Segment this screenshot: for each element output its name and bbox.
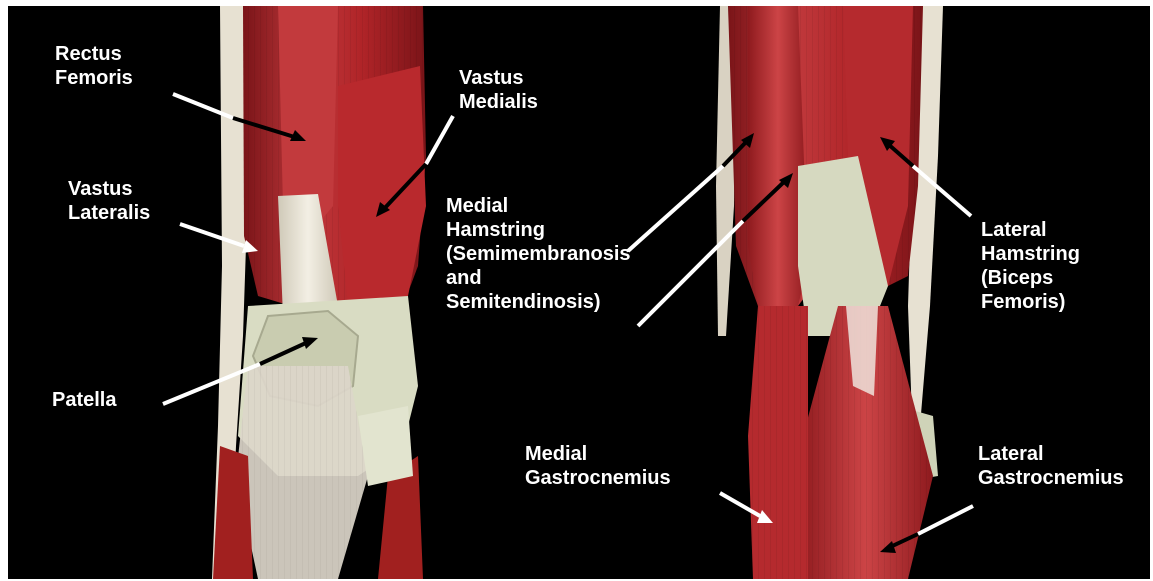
label-lateral-hamstring-line-1: Lateral [981, 218, 1080, 242]
anterior-knee-view [212, 6, 426, 579]
arrow-lateral-gastrocnemius [918, 506, 973, 534]
label-medial-hamstring-line-3: (Semimembranosis [446, 242, 631, 266]
label-medial-hamstring-line-1: Medial [446, 194, 631, 218]
label-medial-hamstring-line-4: and [446, 266, 631, 290]
label-lateral-hamstring-line-3: (Biceps [981, 266, 1080, 290]
label-vastus-medialis-line-2: Medialis [459, 90, 538, 114]
label-medial-hamstring-line-5: Semitendinosis) [446, 290, 631, 314]
label-vastus-lateralis-line-2: Lateralis [68, 201, 150, 225]
label-lateral-gastrocnemius-line-1: Lateral [978, 442, 1124, 466]
label-medial-hamstring: Medial Hamstring (Semimembranosis and Se… [446, 194, 631, 314]
label-patella-line-1: Patella [52, 388, 116, 412]
arrow-medial-hamstring-upper [628, 166, 723, 251]
label-rectus-femoris: Rectus Femoris [55, 42, 133, 90]
label-medial-gastrocnemius: Medial Gastrocnemius [525, 442, 671, 490]
label-lateral-hamstring-line-4: Femoris) [981, 290, 1080, 314]
label-vastus-medialis: Vastus Medialis [459, 66, 538, 114]
label-lateral-gastrocnemius: Lateral Gastrocnemius [978, 442, 1124, 490]
label-vastus-medialis-line-1: Vastus [459, 66, 538, 90]
label-rectus-femoris-line-1: Rectus [55, 42, 133, 66]
label-medial-hamstring-line-2: Hamstring [446, 218, 631, 242]
label-medial-gastrocnemius-line-2: Gastrocnemius [525, 466, 671, 490]
label-patella: Patella [52, 388, 116, 412]
label-rectus-femoris-line-2: Femoris [55, 66, 133, 90]
label-lateral-hamstring-line-2: Hamstring [981, 242, 1080, 266]
label-vastus-lateralis: Vastus Lateralis [68, 177, 150, 225]
label-vastus-lateralis-line-1: Vastus [68, 177, 150, 201]
figure-panel: Rectus Femoris Vastus Medialis Vastus La… [8, 6, 1150, 579]
posterior-knee-view [716, 6, 943, 579]
anterior-lower-leg-muscle [213, 446, 253, 579]
vastus-medialis-muscle [338, 66, 426, 306]
label-lateral-hamstring: Lateral Hamstring (Biceps Femoris) [981, 218, 1080, 314]
label-medial-gastrocnemius-line-1: Medial [525, 442, 671, 466]
arrow-vastus-medialis [426, 116, 453, 164]
label-lateral-gastrocnemius-line-2: Gastrocnemius [978, 466, 1124, 490]
